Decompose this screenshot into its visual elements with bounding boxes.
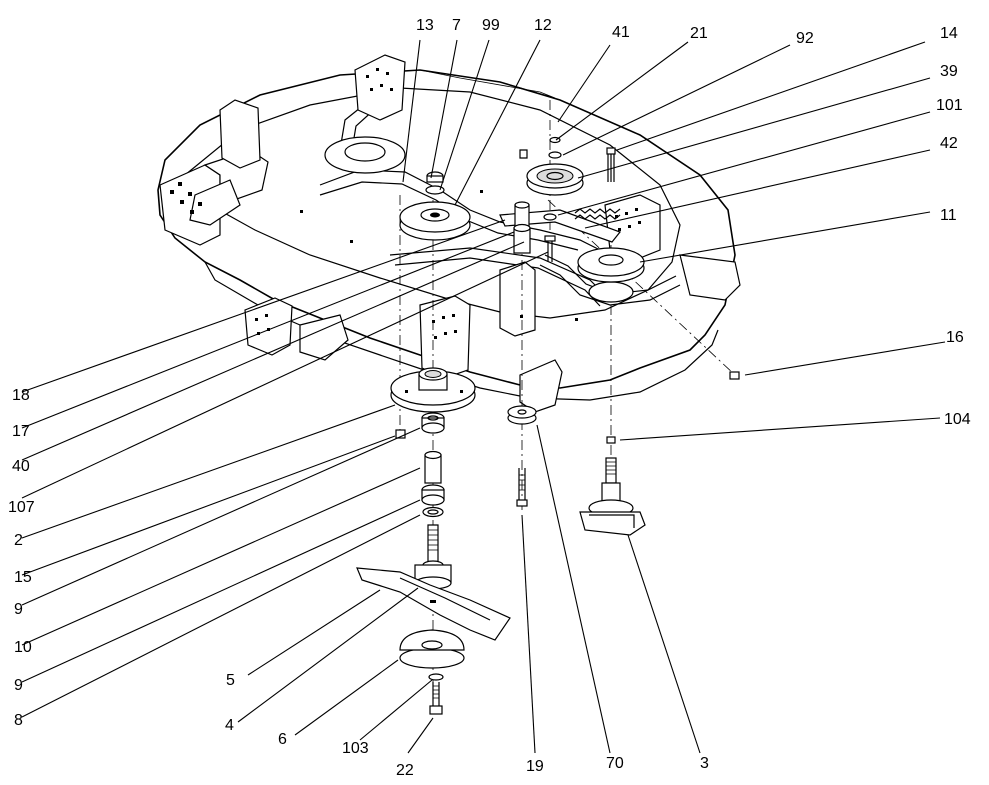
callout-70: 70: [606, 755, 624, 772]
spindle-nut: [425, 171, 445, 195]
callout-11: 11: [940, 207, 957, 224]
cutting-blade: [356, 567, 511, 641]
hex-nut: [729, 371, 740, 380]
callout-5: 5: [226, 672, 235, 689]
left-spindle-pulley: [399, 201, 471, 241]
callout-7: 7: [452, 17, 461, 34]
callout-39: 39: [940, 63, 958, 80]
callout-107: 107: [8, 499, 35, 516]
callout-17: 17: [12, 423, 30, 440]
callout-9a: 9: [14, 601, 23, 618]
callout-labels: 13 7 99 12 41 21 92 14 39 101 42 11 16 1…: [8, 17, 971, 779]
callout-14: 14: [940, 25, 958, 42]
callout-103: 103: [342, 740, 369, 757]
idler-pulley: [519, 136, 584, 196]
idler-bolt: [606, 147, 616, 182]
callout-99: 99: [482, 17, 500, 34]
callout-9b: 9: [14, 677, 23, 694]
right-spindle-assembly: [579, 436, 646, 536]
callout-16: 16: [946, 329, 964, 346]
callout-3: 3: [700, 755, 709, 772]
callout-101: 101: [936, 97, 963, 114]
callout-leader-lines: [21, 39, 946, 754]
callout-92: 92: [796, 30, 814, 47]
callout-19: 19: [526, 758, 544, 775]
callout-13: 13: [416, 17, 434, 34]
idler-arm: [499, 201, 621, 262]
callout-4: 4: [225, 717, 234, 734]
blade-bolt: [428, 673, 444, 715]
callout-41: 41: [612, 24, 630, 41]
callout-8: 8: [14, 712, 23, 729]
callout-104: 104: [944, 411, 971, 428]
callout-15: 15: [14, 569, 32, 586]
right-spindle-pulley: [577, 247, 645, 303]
callout-40: 40: [12, 458, 30, 475]
callout-2: 2: [14, 532, 23, 549]
callout-12: 12: [534, 17, 552, 34]
callout-18: 18: [12, 387, 30, 404]
callout-6: 6: [278, 731, 287, 748]
callout-42: 42: [940, 135, 958, 152]
spindle-housing-left: [390, 367, 476, 590]
callout-10: 10: [14, 639, 32, 656]
callout-22: 22: [396, 762, 414, 779]
callout-21: 21: [690, 25, 708, 42]
mower-deck-housing: [157, 54, 741, 413]
idler-spacer-assembly: [507, 405, 537, 507]
blade-cup: [399, 629, 465, 669]
